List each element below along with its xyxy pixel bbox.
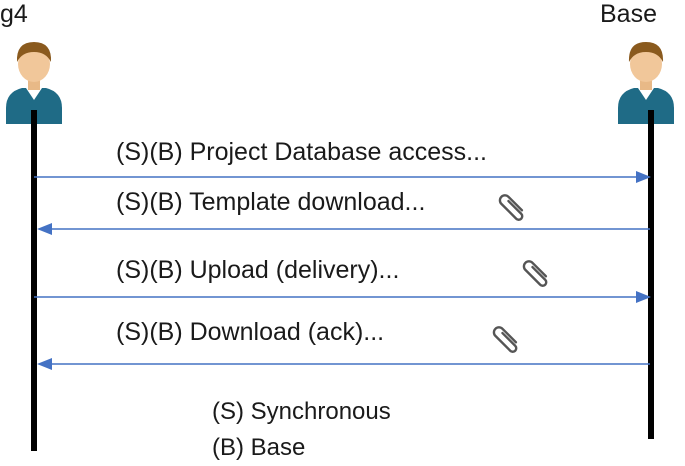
lifeline-g4 <box>31 110 37 451</box>
paperclip-icon[interactable] <box>486 318 526 358</box>
message-label-3: (S)(B) Upload (delivery)... <box>116 256 400 284</box>
paperclip-icon[interactable] <box>516 252 556 292</box>
message-label-4: (S)(B) Download (ack)... <box>116 318 385 346</box>
person-icon <box>618 42 674 124</box>
arrow-1 <box>34 171 651 183</box>
message-label-1: (S)(B) Project Database access... <box>116 138 487 166</box>
actor-label-base: Base <box>600 0 657 28</box>
arrow-4 <box>37 358 650 370</box>
legend-item-base: (B) Base <box>212 434 306 461</box>
actor-label-g4: g4 <box>0 0 28 28</box>
paperclip-icon[interactable] <box>492 186 532 226</box>
lifeline-base <box>648 110 654 439</box>
arrow-2 <box>37 223 650 235</box>
arrow-3 <box>34 291 651 303</box>
message-label-2: (S)(B) Template download... <box>116 188 426 216</box>
legend-item-synchronous: (S) Synchronous <box>212 398 391 425</box>
person-icon <box>6 42 62 124</box>
